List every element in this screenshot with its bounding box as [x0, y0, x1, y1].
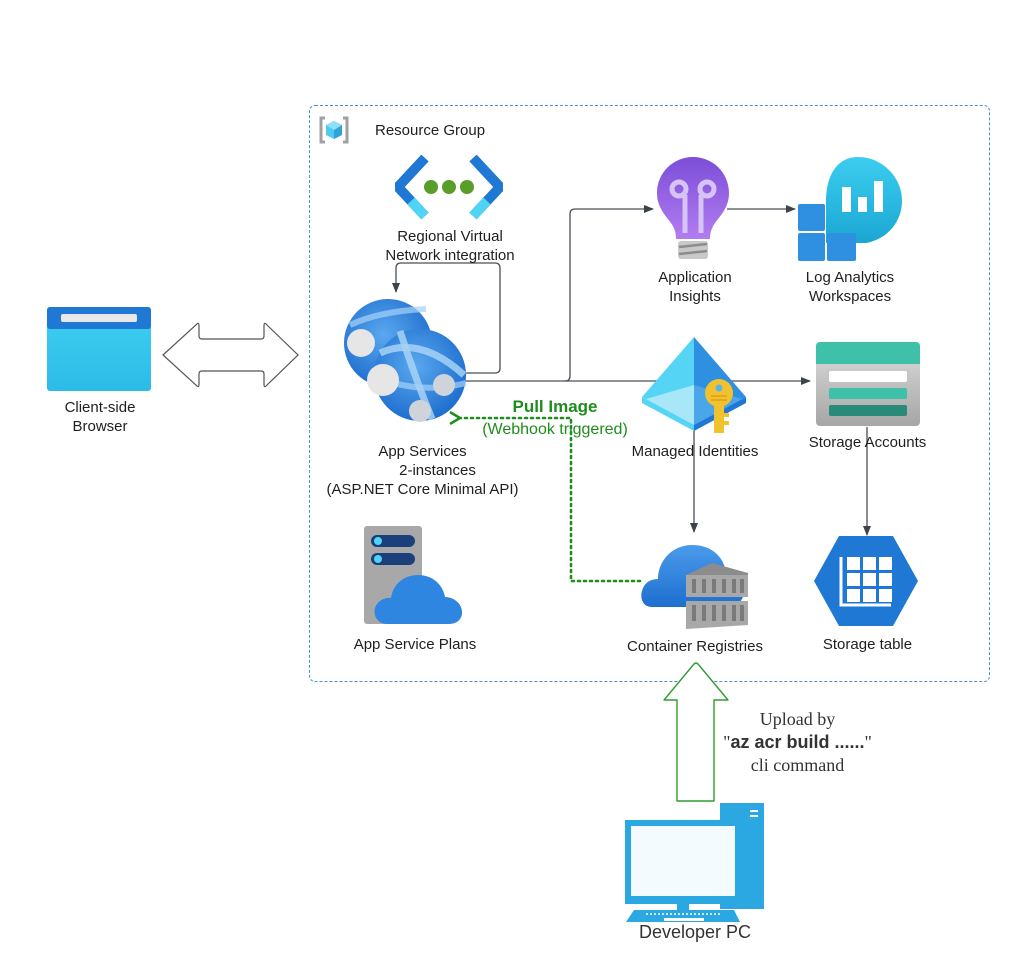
container-registries-icon: [641, 545, 748, 629]
edge-upload: [663, 662, 729, 802]
managed-identities-label: Managed Identities: [631, 443, 759, 460]
edge-appservice-insights: [564, 205, 654, 382]
app-service-plans-icon: [364, 526, 463, 624]
edge-pull-image: [460, 418, 642, 583]
browser-icon: [47, 307, 151, 391]
resource-group-container: [309, 105, 990, 682]
app-services-label-line2: 2-instances: [399, 462, 476, 479]
managed-identities-icon: [642, 337, 746, 433]
app-insights-icon: [657, 157, 729, 259]
browser-label: Client-side Browser: [40, 398, 160, 436]
browser-label-line2: Browser: [72, 418, 128, 435]
storage-accounts-icon: [816, 342, 920, 426]
upload-label-line3: cli command: [750, 755, 845, 775]
app-services-label-line1: App Services: [378, 443, 467, 460]
pull-image-subtitle: (Webhook triggered): [482, 421, 628, 438]
app-services-label-line3: (ASP.NET Core Minimal API): [326, 481, 519, 498]
storage-table-label: Storage table: [822, 636, 913, 653]
upload-label-line2: "az acr build ......": [705, 731, 890, 754]
app-services-label: App Services 2-instances (ASP.NET Core M…: [310, 442, 535, 499]
log-analytics-label-line2: Workspaces: [808, 288, 892, 305]
upload-command: az acr build ......: [730, 732, 865, 752]
log-analytics-label: Log Analytics Workspaces: [780, 268, 920, 306]
resource-group-icon: [319, 116, 349, 144]
vnet-label-line2: Network integration: [385, 247, 515, 264]
edge-appservice-vnet-loop: [392, 262, 501, 374]
log-analytics-label-line1: Log Analytics: [805, 269, 895, 286]
app-service-plans-label: App Service Plans: [353, 636, 477, 653]
upload-label-line1: Upload by: [759, 709, 836, 729]
resource-group-label: Resource Group: [375, 122, 486, 139]
vnet-label: Regional Virtual Network integration: [360, 227, 540, 265]
storage-accounts-label: Storage Accounts: [808, 434, 927, 451]
vnet-icon: [395, 155, 503, 220]
upload-quote-open: ": [723, 732, 731, 752]
browser-label-line1: Client-side: [64, 399, 136, 416]
vnet-label-line1: Regional Virtual: [397, 228, 503, 245]
app-insights-label: Application Insights: [630, 268, 760, 306]
log-analytics-icon: [798, 157, 902, 261]
upload-label: Upload by "az acr build ......" cli comm…: [705, 708, 890, 777]
app-insights-label-line2: Insights: [669, 288, 721, 305]
container-registries-label: Container Registries: [627, 638, 763, 655]
app-services-icon: [344, 299, 467, 422]
upload-quote-close: ": [864, 732, 872, 752]
pull-image-title: Pull Image: [512, 397, 598, 416]
developer-pc-icon: [625, 803, 764, 922]
developer-pc-label: Developer PC: [638, 922, 752, 942]
edge-browser-appservice: [162, 322, 299, 388]
app-insights-label-line1: Application: [658, 269, 732, 286]
storage-table-icon: [814, 536, 918, 626]
